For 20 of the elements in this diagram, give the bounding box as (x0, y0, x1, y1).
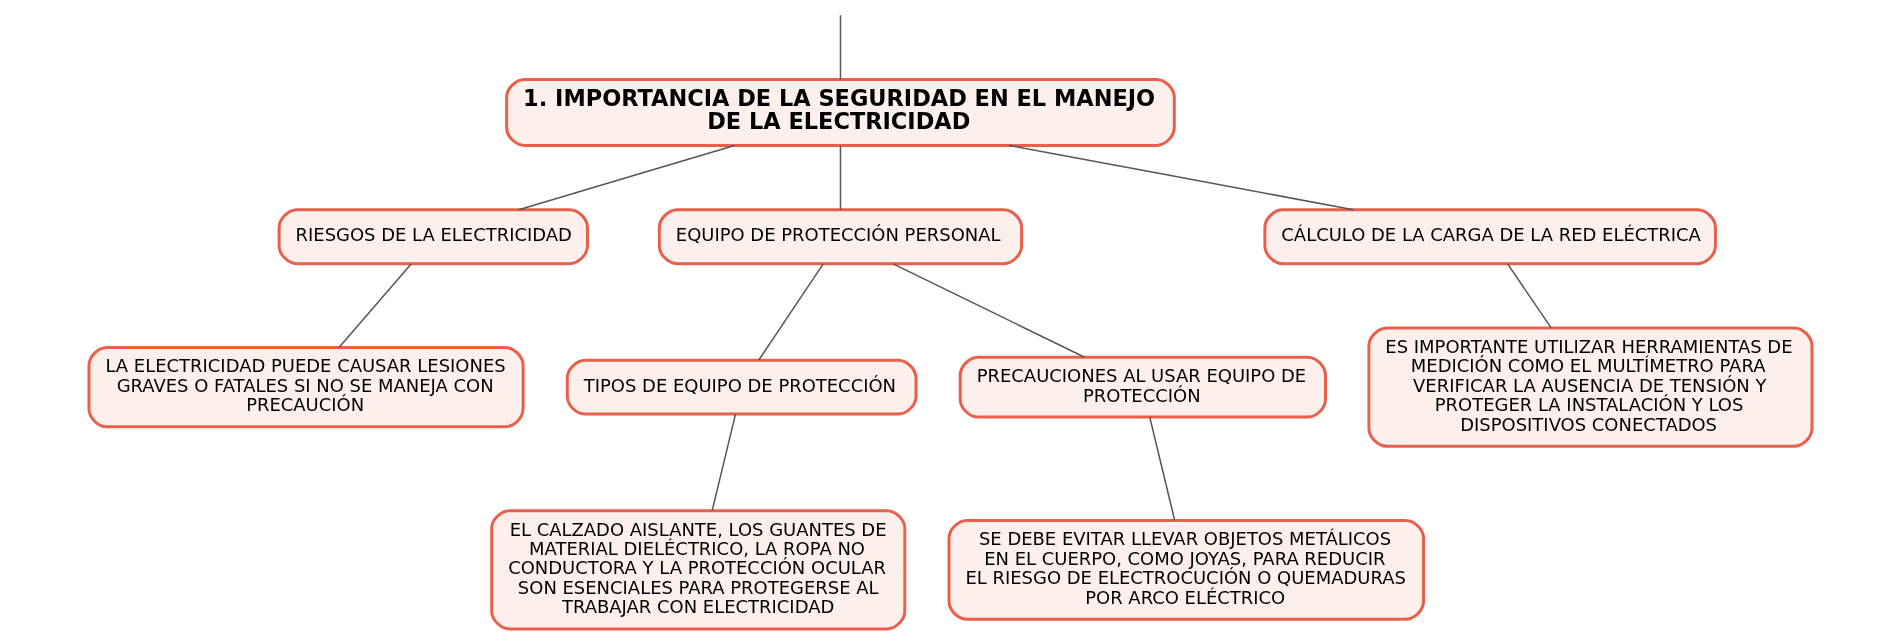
node-box: PRECAUCIONES AL USAR EQUIPO DE PROTECCIÓN (958, 355, 1327, 419)
connector (839, 14, 841, 81)
node-box: EQUIPO DE PROTECCIÓN PERSONAL (657, 208, 1023, 266)
connector (1506, 263, 1552, 329)
node-box: TIPOS DE EQUIPO DE PROTECCIÓN (565, 358, 918, 416)
connector (711, 413, 736, 512)
node-box: ES IMPORTANTE UTILIZAR HERRAMIENTAS DE MEDICIÓN COMO EL MULTÍMETRO PARA VERIFICAR LA AUSENCIA DE TENSIÓN Y PROTEGER LA INSTALACIÓN Y LOS DISPOSITIVOS CONECTADOS (1366, 326, 1813, 448)
connector (757, 263, 824, 361)
node-box: LA ELECTRICIDAD PUEDE CAUSAR LESIONES GRAVES O FATALES SI NO SE MANEJA CON PRECAUCIÓN (87, 346, 525, 429)
connector (517, 144, 735, 211)
connector (1007, 144, 1354, 211)
connector (891, 263, 1085, 358)
node-box: EL CALZADO AISLANTE, LOS GUANTES DE MATERIAL DIELÉCTRICO, LA ROPA NO CONDUCTORA Y LA PROTECCIÓN OCULAR SON ESENCIALES PARA PROTEGERSE AL TRABAJAR CON ELECTRICIDAD (489, 509, 906, 631)
connector (338, 263, 412, 348)
node-box: CÁLCULO DE LA CARGA DE LA RED ELÉCTRICA (1262, 208, 1717, 266)
node-box: 1. IMPORTANCIA DE LA SEGURIDAD EN EL MANEJO DE LA ELECTRICIDAD (504, 78, 1176, 147)
node-box: SE DEBE EVITAR LLEVAR OBJETOS METÁLICOS EN EL CUERPO, COMO JOYAS, PARA REDUCIR EL RIESGO DE ELECTROCUCIÓN O QUEMADURAS POR ARCO ELÉCTRICO (947, 518, 1425, 621)
connector (839, 145, 841, 211)
connector (1148, 416, 1175, 522)
node-box: RIESGOS DE LA ELECTRICIDAD (277, 208, 589, 266)
